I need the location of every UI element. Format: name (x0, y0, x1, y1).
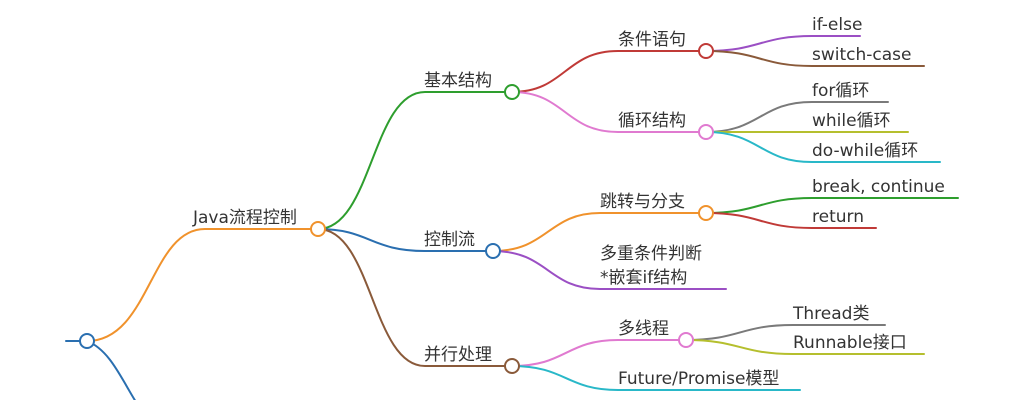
edge-condition-to-if-else (705, 35, 861, 52)
control-flow-circle[interactable] (485, 243, 501, 259)
basic-structure-circle[interactable] (504, 84, 520, 100)
loop-structure-circle[interactable] (698, 124, 714, 140)
condition-statement-label[interactable]: 条件语句 (618, 30, 686, 50)
edge-root-to-java (86, 228, 319, 342)
edge-root-down (86, 340, 136, 400)
edge-java-to-control-flow (317, 228, 494, 252)
edge-parallel-to-multithread (511, 339, 687, 367)
control-flow-label[interactable]: 控制流 (424, 230, 475, 250)
edge-jump-to-return (705, 212, 877, 229)
edge-basic-to-loop (511, 91, 707, 133)
edge-multithread-to-thread-class (685, 324, 886, 341)
do-while-loop-label[interactable]: do-while循环 (812, 141, 918, 161)
nested-if-label[interactable]: *嵌套if结构 (600, 268, 687, 288)
thread-class-label[interactable]: Thread类 (792, 304, 869, 324)
multi-condition-label[interactable]: 多重条件判断 (600, 244, 702, 264)
basic-structure-label[interactable]: 基本结构 (424, 71, 492, 91)
jump-and-branch-circle[interactable] (698, 205, 714, 221)
while-loop-label[interactable]: while循环 (812, 111, 891, 131)
break-continue-label[interactable]: break, continue (812, 177, 945, 197)
return-label[interactable]: return (812, 207, 864, 227)
future-promise-label[interactable]: Future/Promise模型 (618, 369, 779, 389)
loop-structure-label[interactable]: 循环结构 (618, 111, 686, 131)
jump-and-branch-label[interactable]: 跳转与分支 (600, 192, 685, 212)
switch-case-label[interactable]: switch-case (812, 45, 912, 65)
edge-java-to-parallel (317, 228, 513, 367)
for-loop-label[interactable]: for循环 (812, 81, 869, 101)
parallel-processing-label[interactable]: 并行处理 (424, 345, 492, 365)
runnable-interface-label[interactable]: Runnable接口 (793, 333, 907, 353)
edge-control-to-jump (492, 212, 707, 252)
condition-statement-circle[interactable] (698, 43, 714, 59)
edge-java-to-basic-structure (317, 91, 513, 230)
multithread-circle[interactable] (678, 332, 694, 348)
edge-basic-to-condition (511, 50, 707, 93)
edge-condition-to-switch-case (705, 50, 925, 67)
edge-loop-to-for (705, 101, 889, 133)
if-else-label[interactable]: if-else (812, 15, 862, 35)
edge-loop-to-do-while (705, 131, 941, 163)
root-node-circle[interactable] (79, 333, 95, 349)
edge-jump-to-break-continue (705, 197, 959, 214)
edge-parallel-to-future (511, 365, 801, 391)
java-flow-control-label[interactable]: Java流程控制 (192, 208, 297, 228)
edge-control-to-multi-condition (492, 250, 727, 290)
edge-multithread-to-runnable (685, 339, 925, 355)
java-flow-control-circle[interactable] (310, 221, 326, 237)
parallel-processing-circle[interactable] (504, 358, 520, 374)
multithread-label[interactable]: 多线程 (618, 319, 669, 339)
